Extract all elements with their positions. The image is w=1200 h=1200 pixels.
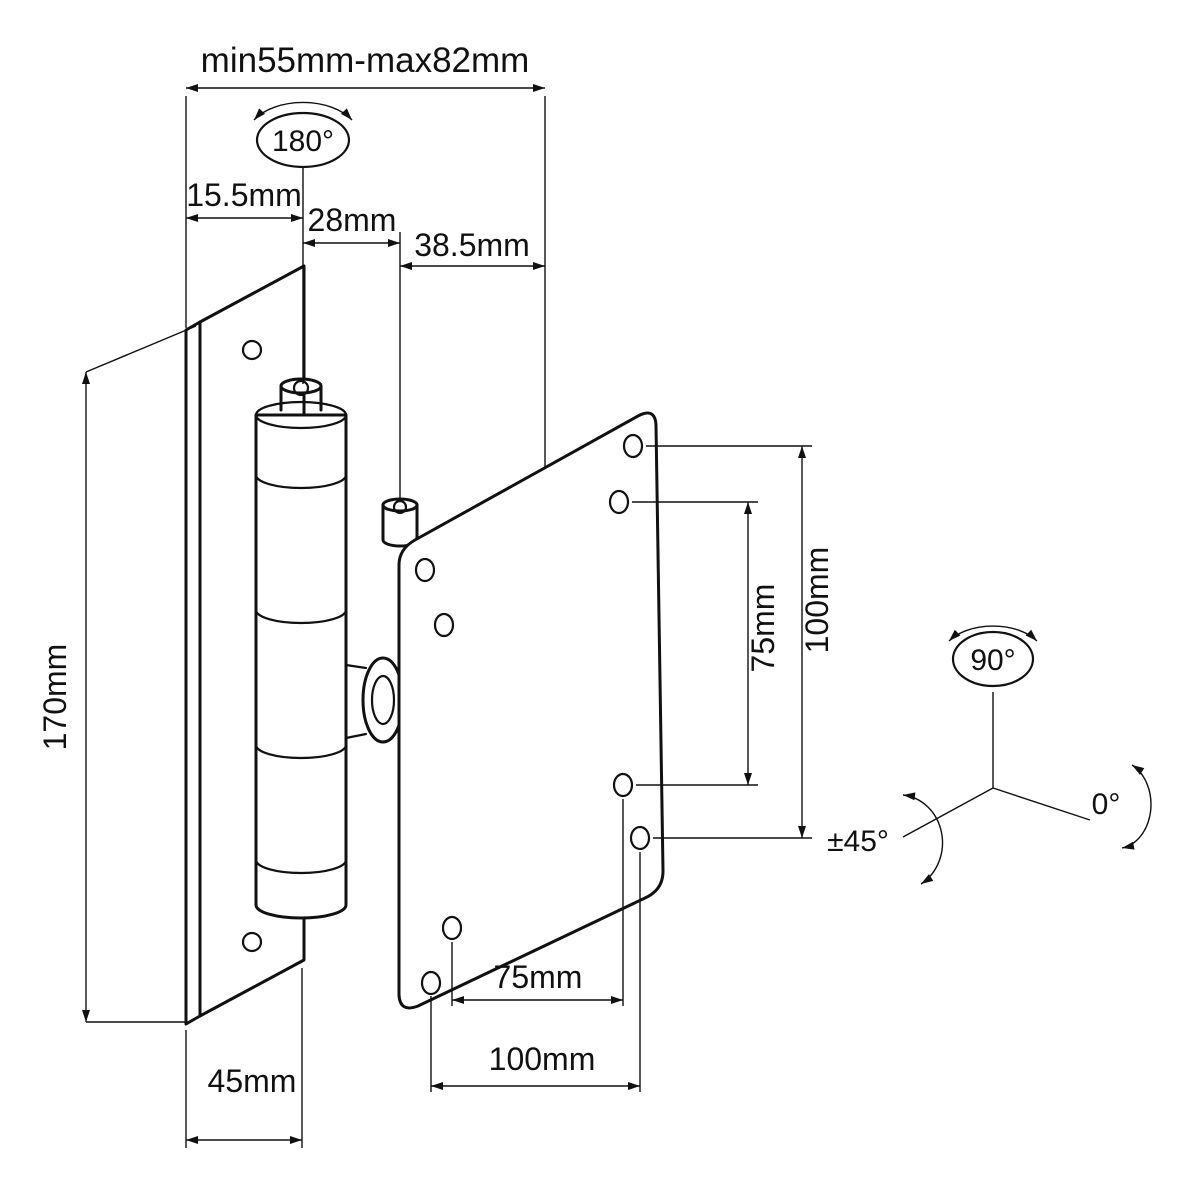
dim-label-vesa-h75: 75mm (494, 959, 583, 995)
dimension-height-170: 170mm (37, 325, 197, 1023)
dim-label-depth-range: min55mm-max82mm (201, 41, 530, 80)
indicator-rotate-90: 90° (948, 625, 1038, 688)
vesa-hole-top-left-75 (433, 612, 455, 638)
hinge-joint-line-4 (254, 858, 348, 875)
angle-label-90: 90° (970, 644, 1015, 677)
angle-label-zero: 0° (1092, 788, 1121, 821)
dimension-offset-155: 15.5mm (186, 177, 303, 222)
dim-label-170: 170mm (37, 644, 73, 751)
dim-label-385: 38.5mm (414, 227, 530, 263)
dimension-vesa-vertical-100: 100mm (646, 445, 835, 839)
arm-pivot (344, 656, 405, 744)
pivot-outer (361, 656, 405, 744)
tilt-arc-arrow (902, 792, 944, 885)
dimension-depth-range: min55mm-max82mm (185, 41, 546, 468)
hinge-joint-line-1 (254, 473, 348, 490)
hinge-column (254, 377, 348, 920)
hinge-screw-top (279, 377, 323, 412)
vesa-plate (397, 411, 665, 1010)
hinge-joint-line-3 (254, 743, 348, 760)
dim-label-vesa-h100: 100mm (489, 1041, 596, 1077)
pivot-inner (370, 674, 396, 726)
axis-line-lower-left (902, 787, 994, 838)
zero-arc-arrow (1121, 764, 1152, 850)
bracket-drawing (184, 264, 665, 1026)
hinge-body (254, 413, 348, 920)
rotate-arc-arrow (948, 625, 1038, 642)
vesa-hole-bottom-left-100 (420, 970, 442, 996)
dimension-offset-385: 38.5mm (399, 227, 545, 500)
vesa-hole-top-right-75 (608, 489, 630, 515)
angle-label-180: 180° (272, 125, 334, 158)
dimension-vesa-horizontal-75: 75mm (451, 799, 624, 1006)
adjustment-screw-socket (392, 499, 408, 515)
dim-label-45: 45mm (208, 1063, 297, 1099)
dim-label-155: 15.5mm (186, 177, 302, 213)
angle-label-tilt: ±45° (827, 825, 889, 858)
wall-plate-side-face (184, 320, 202, 1026)
vesa-hole-top-left-100 (414, 557, 436, 583)
dimension-vesa-vertical-75: 75mm (632, 501, 781, 786)
dimension-vesa-horizontal-100: 100mm (430, 852, 641, 1092)
indicator-swivel-180: 180° (253, 101, 353, 384)
arm-connector-bottom (344, 732, 368, 740)
extension-line (85, 325, 197, 373)
dimension-plate-width-45: 45mm (185, 968, 303, 1148)
hinge-joint-line-2 (254, 608, 348, 625)
hinge-screw-top-socket (292, 379, 310, 397)
vesa-hole-bottom-left-75 (441, 915, 463, 941)
dim-label-vesa-v75: 75mm (745, 584, 781, 673)
swivel-arc-arrow (253, 101, 353, 121)
hinge-top-cap (254, 400, 348, 430)
dimensions: min55mm-max82mm 180° 15.5mm 28mm 38.5mm (37, 41, 1152, 1148)
arm-connector-top (344, 663, 368, 670)
hinge-screw-top-head (279, 377, 323, 395)
dimension-offset-28: 28mm (303, 202, 400, 247)
vesa-hole-bottom-right-100 (629, 825, 651, 851)
rotation-axes-indicator: 90° ±45° 0° (827, 625, 1152, 885)
dim-label-28: 28mm (308, 202, 397, 238)
vesa-plate-face (397, 411, 665, 1010)
wall-plate-hole-bottom (241, 931, 263, 953)
axis-line-lower-right (992, 787, 1091, 821)
wall-plate-hole-top (241, 339, 263, 361)
dim-label-vesa-v100: 100mm (799, 547, 835, 654)
vesa-hole-top-right-100 (622, 433, 644, 459)
vesa-hole-bottom-right-75 (612, 772, 634, 798)
indicator-zero: 0° (1092, 764, 1152, 850)
indicator-tilt-45: ±45° (827, 792, 944, 885)
hinge-screw-top-body (279, 384, 323, 412)
adjustment-screw (381, 497, 419, 548)
